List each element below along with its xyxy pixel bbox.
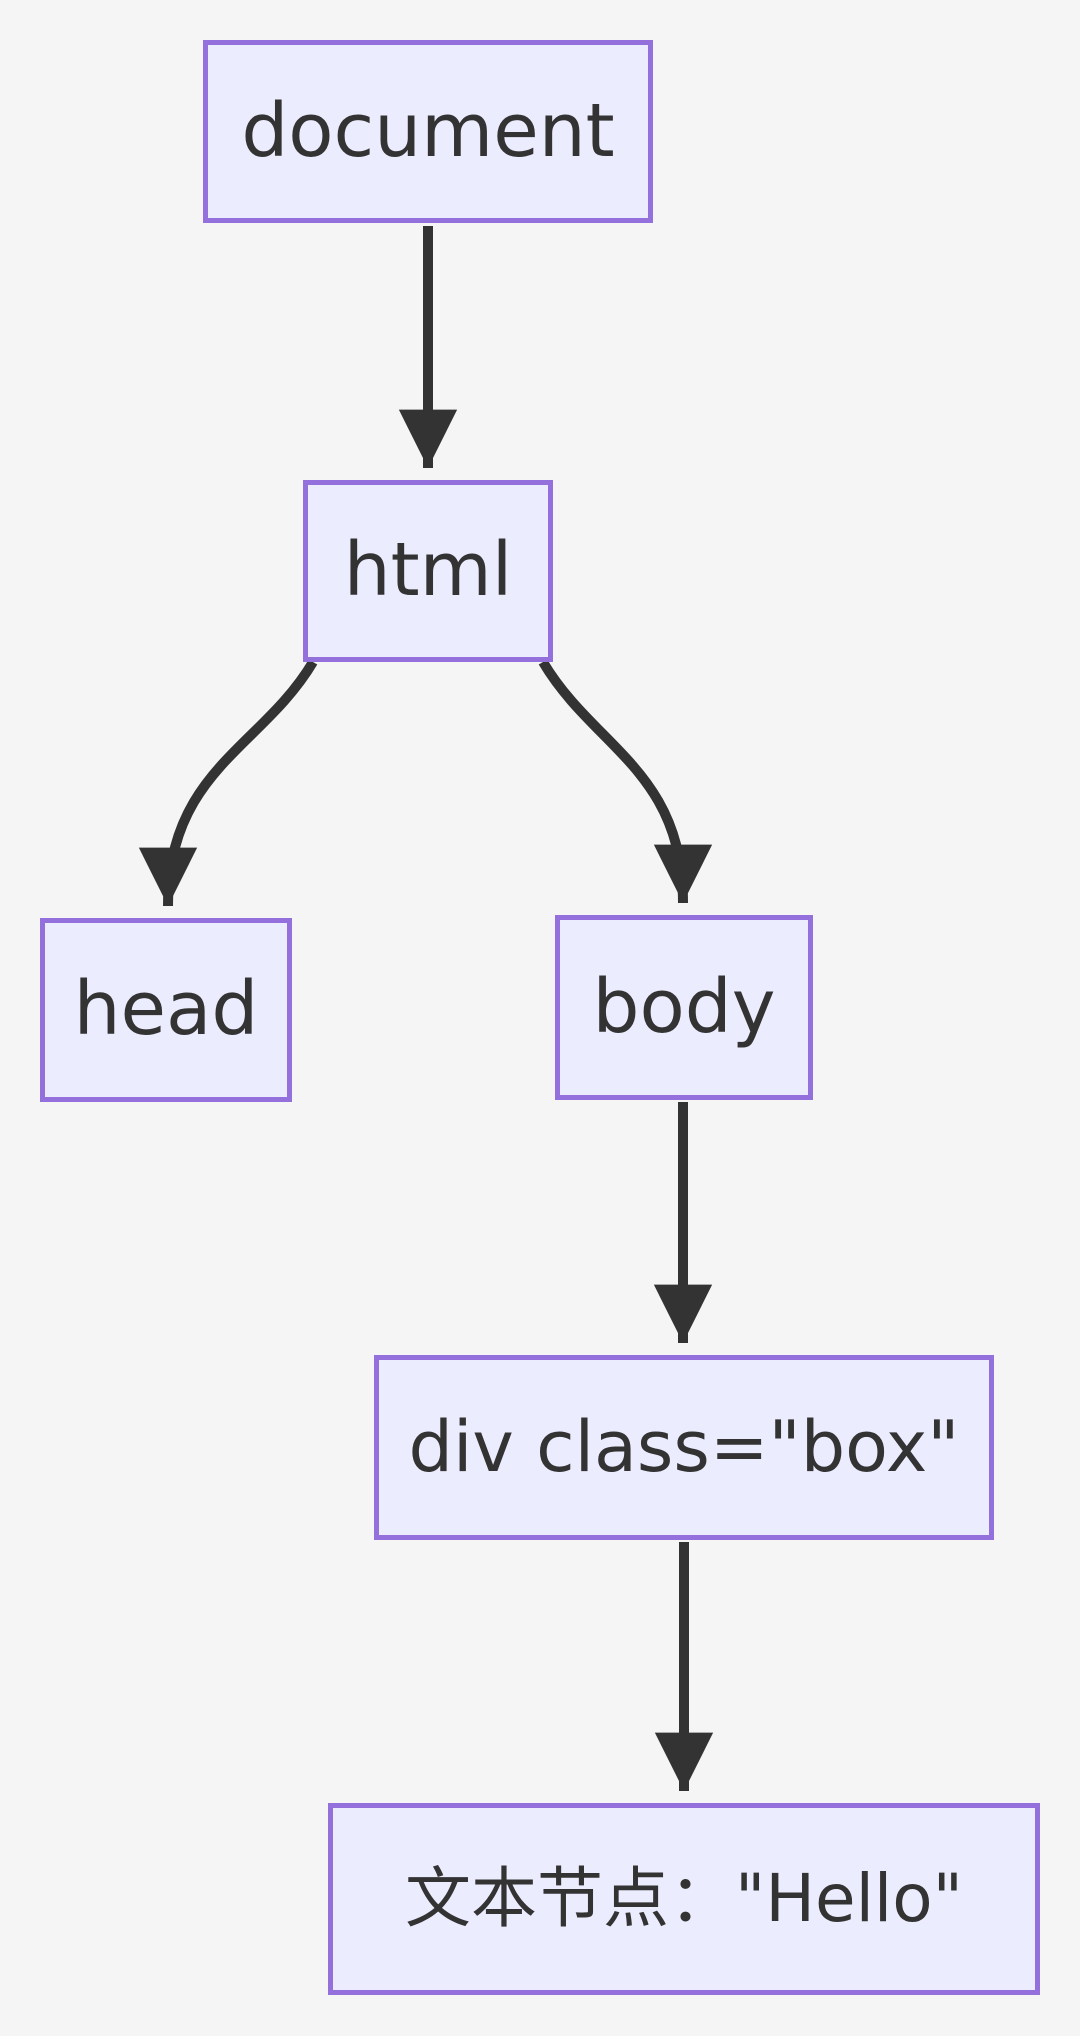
- node-head-label: head: [73, 966, 259, 1053]
- edge-html-body: [538, 659, 713, 904]
- node-body-label: body: [592, 963, 776, 1050]
- edge-html-head: [138, 659, 318, 907]
- node-document: document: [203, 40, 653, 223]
- node-div-box-label: div class="box": [408, 1406, 960, 1488]
- node-head: head: [40, 918, 292, 1102]
- node-div-box: div class="box": [374, 1355, 994, 1540]
- node-body: body: [555, 915, 813, 1100]
- node-document-label: document: [241, 87, 615, 174]
- node-text-node: 文本节点："Hello": [328, 1803, 1040, 1995]
- node-text-node-label: 文本节点："Hello": [404, 1859, 963, 1937]
- node-html: html: [303, 480, 553, 662]
- node-html-label: html: [343, 527, 513, 614]
